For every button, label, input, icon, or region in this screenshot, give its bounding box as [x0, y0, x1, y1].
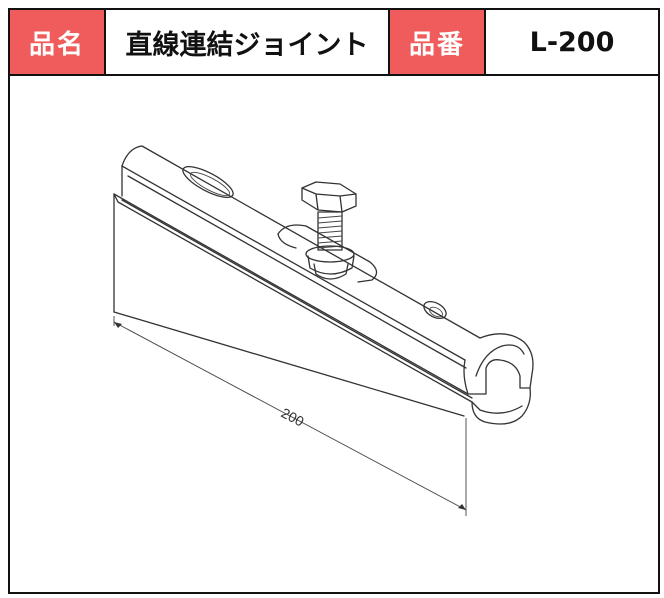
round-hole — [423, 300, 447, 320]
product-number-value: L-200 — [529, 26, 615, 58]
slot-hole — [182, 165, 234, 199]
dimension-label: 200 — [279, 405, 307, 430]
channel-body — [113, 145, 534, 425]
product-number-label: 品番 — [390, 10, 486, 74]
header-row: 品名 直線連結ジョイント 品番 L-200 — [10, 10, 658, 76]
bolt-recess — [277, 224, 378, 283]
dimension-line: 200 — [113, 316, 467, 516]
product-drawing: 200 — [10, 76, 658, 594]
product-name-label: 品名 — [10, 10, 106, 74]
product-sheet: 品名 直線連結ジョイント 品番 L-200 — [8, 8, 660, 594]
joint-line-drawing: 200 — [113, 145, 534, 516]
bolt — [301, 181, 357, 280]
product-name-value: 直線連結ジョイント — [106, 10, 390, 74]
